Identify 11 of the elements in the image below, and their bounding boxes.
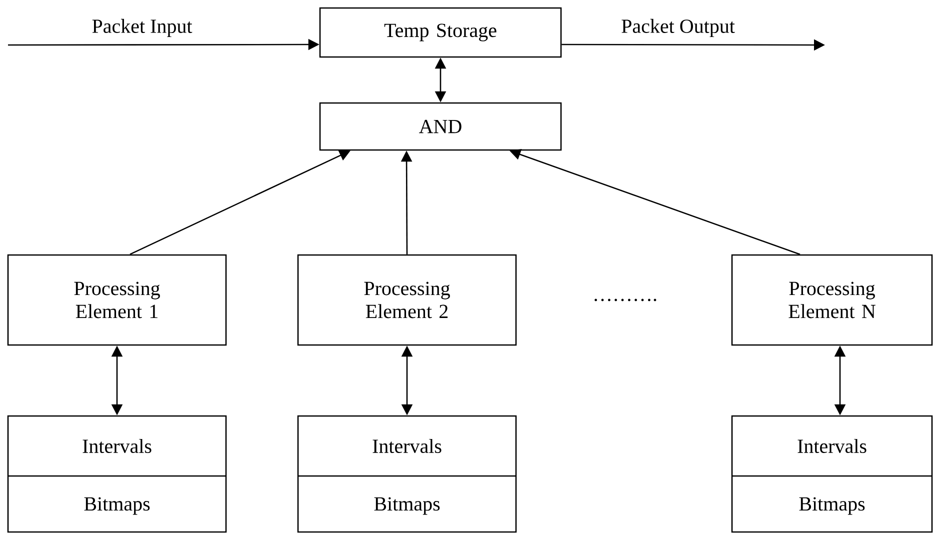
process-box: Processing Element 1: [7, 254, 227, 346]
storage-box: Intervals Bitmaps: [731, 415, 933, 533]
process-box: AND: [319, 102, 562, 151]
edge-label: Packet Output: [620, 18, 736, 38]
ellipsis: ……….: [594, 298, 656, 302]
process-box: Temp Storage: [319, 7, 562, 58]
process-box: Processing Element 2: [297, 254, 517, 346]
edge-label: Packet Input: [90, 18, 194, 38]
storage-box: Intervals Bitmaps: [7, 415, 227, 533]
process-box: Processing Element N: [731, 254, 933, 346]
storage-box: Intervals Bitmaps: [297, 415, 517, 533]
